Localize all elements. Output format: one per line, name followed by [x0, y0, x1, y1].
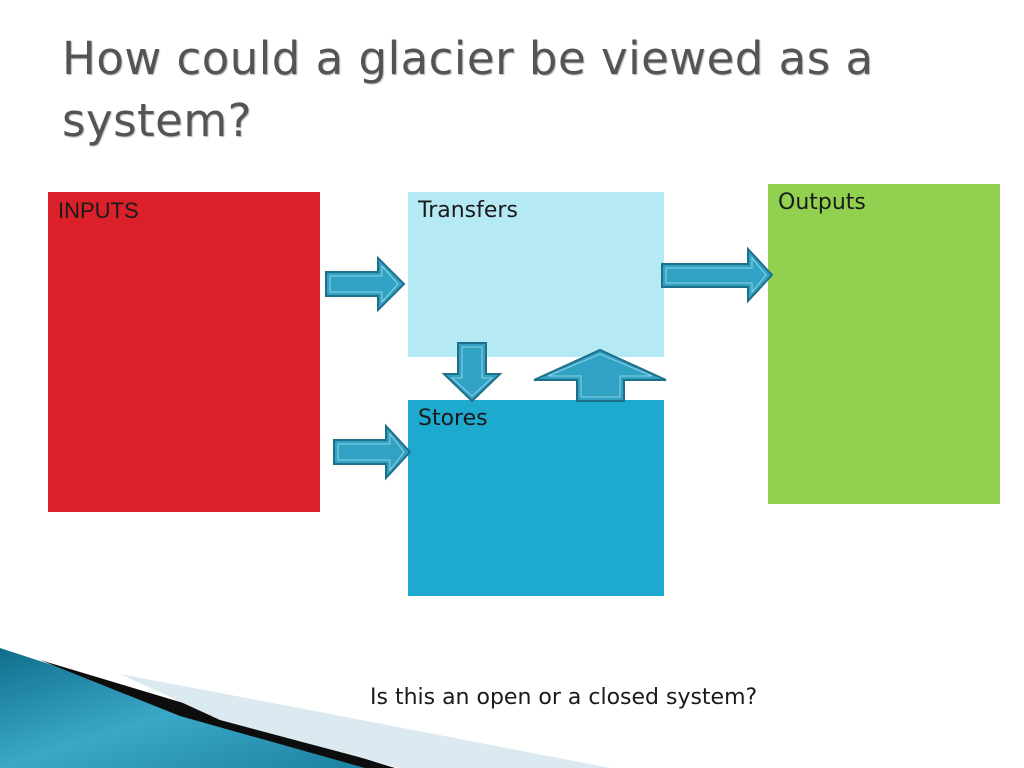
arrow-transfers-to-outputs: [661, 246, 774, 304]
outputs-box: Outputs: [768, 184, 1000, 504]
outputs-label: Outputs: [778, 190, 866, 215]
transfers-box: Transfers: [408, 192, 664, 357]
decorative-swoosh: [0, 648, 610, 768]
arrow-inputs-to-transfers: [325, 255, 406, 313]
question-text: Is this an open or a closed system?: [370, 685, 758, 710]
slide-title: How could a glacier be viewed as a syste…: [62, 32, 874, 147]
stores-label: Stores: [418, 406, 488, 431]
inputs-box: INPUTS: [48, 192, 320, 512]
transfers-label: Transfers: [418, 198, 518, 223]
arrow-stores-to-transfers: [533, 348, 667, 402]
arrow-inputs-to-stores: [333, 423, 412, 481]
stores-box: Stores: [408, 400, 664, 596]
inputs-label: INPUTS: [58, 198, 139, 223]
